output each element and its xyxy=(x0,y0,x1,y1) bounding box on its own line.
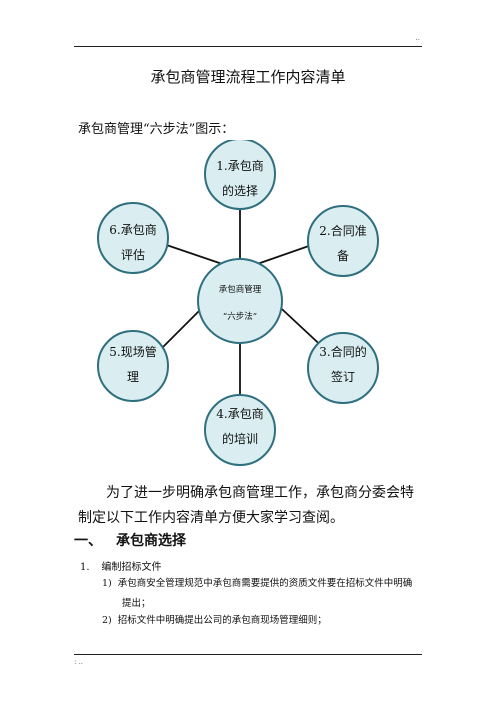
section-number: 一、 xyxy=(74,533,102,549)
node-2-contract-prep: 2.合同准 备 xyxy=(307,205,379,277)
node-1-contractor-selection: 1.承包商 的选择 xyxy=(204,140,276,210)
section-title: 承包商选择 xyxy=(116,533,186,549)
node-5-line1: 5.现场管 xyxy=(109,344,156,359)
node-2-line1: 2.合同准 xyxy=(319,223,366,238)
header-mark: .. xyxy=(415,34,420,42)
list-item-1-number: 1. xyxy=(80,562,90,573)
node-2-line2: 备 xyxy=(337,249,349,263)
node-3-contract-signing: 3.合同的 签订 xyxy=(307,332,379,404)
sub-item-2-number: 2) xyxy=(102,615,112,626)
node-4-line2: 的培训 xyxy=(222,431,258,446)
diagram-intro: 承包商管理“六步法”图示： xyxy=(78,122,235,137)
node-4-contractor-training: 4.承包商 的培训 xyxy=(204,394,276,466)
node-4-line1: 4.承包商 xyxy=(216,406,263,421)
node-6-line1: 6.承包商 xyxy=(109,222,156,237)
footer-mark: : .. xyxy=(74,658,84,666)
node-1-line2: 的选择 xyxy=(222,183,258,198)
center-node-six-step-method: 承包商管理 “六步法” xyxy=(197,258,283,344)
center-line1: 承包商管理 xyxy=(219,284,262,295)
node-1-line1: 1.承包商 xyxy=(216,158,263,173)
document-title: 承包商管理流程工作内容清单 xyxy=(150,68,346,86)
node-6-contractor-evaluation: 6.承包商 评估 xyxy=(97,202,169,274)
sub-item-1: 1) 承包商安全管理规范中承包商需要提供的资质文件要在招标文件中明确 提出； xyxy=(102,574,432,614)
section-heading: 一、承包商选择 xyxy=(74,530,186,550)
node-5-site-management: 5.现场管 理 xyxy=(97,330,169,402)
sub-item-2: 2) 招标文件中明确提出公司的承包商现场管理细则； xyxy=(102,611,432,631)
sub-item-2-text: 招标文件中明确提出公司的承包商现场管理细则； xyxy=(117,615,327,626)
center-line2: “六步法” xyxy=(223,311,257,322)
node-3-line1: 3.合同的 xyxy=(319,344,366,359)
node-3-line2: 签订 xyxy=(331,369,355,384)
list-item-1: 1. 编制招标文件 xyxy=(80,558,162,573)
footer-rule xyxy=(74,654,422,655)
list-item-1-text: 编制招标文件 xyxy=(101,562,162,573)
sub-item-1-number: 1) xyxy=(102,578,112,589)
header-rule xyxy=(74,46,422,47)
sub-item-1-continuation: 提出； xyxy=(122,598,151,609)
sub-item-1-text: 承包商安全管理规范中承包商需要提供的资质文件要在招标文件中明确 xyxy=(117,578,413,589)
six-step-diagram: 1.承包商 的选择 2.合同准 备 3.合同的 签订 4.承包商 的培训 5.现… xyxy=(97,140,379,466)
node-6-line2: 评估 xyxy=(121,248,145,262)
node-5-line2: 理 xyxy=(127,370,139,384)
intro-paragraph: 为了进一步明确承包商管理工作，承包商分委会特制定以下工作内容清单方便大家学习查阅… xyxy=(78,485,414,526)
